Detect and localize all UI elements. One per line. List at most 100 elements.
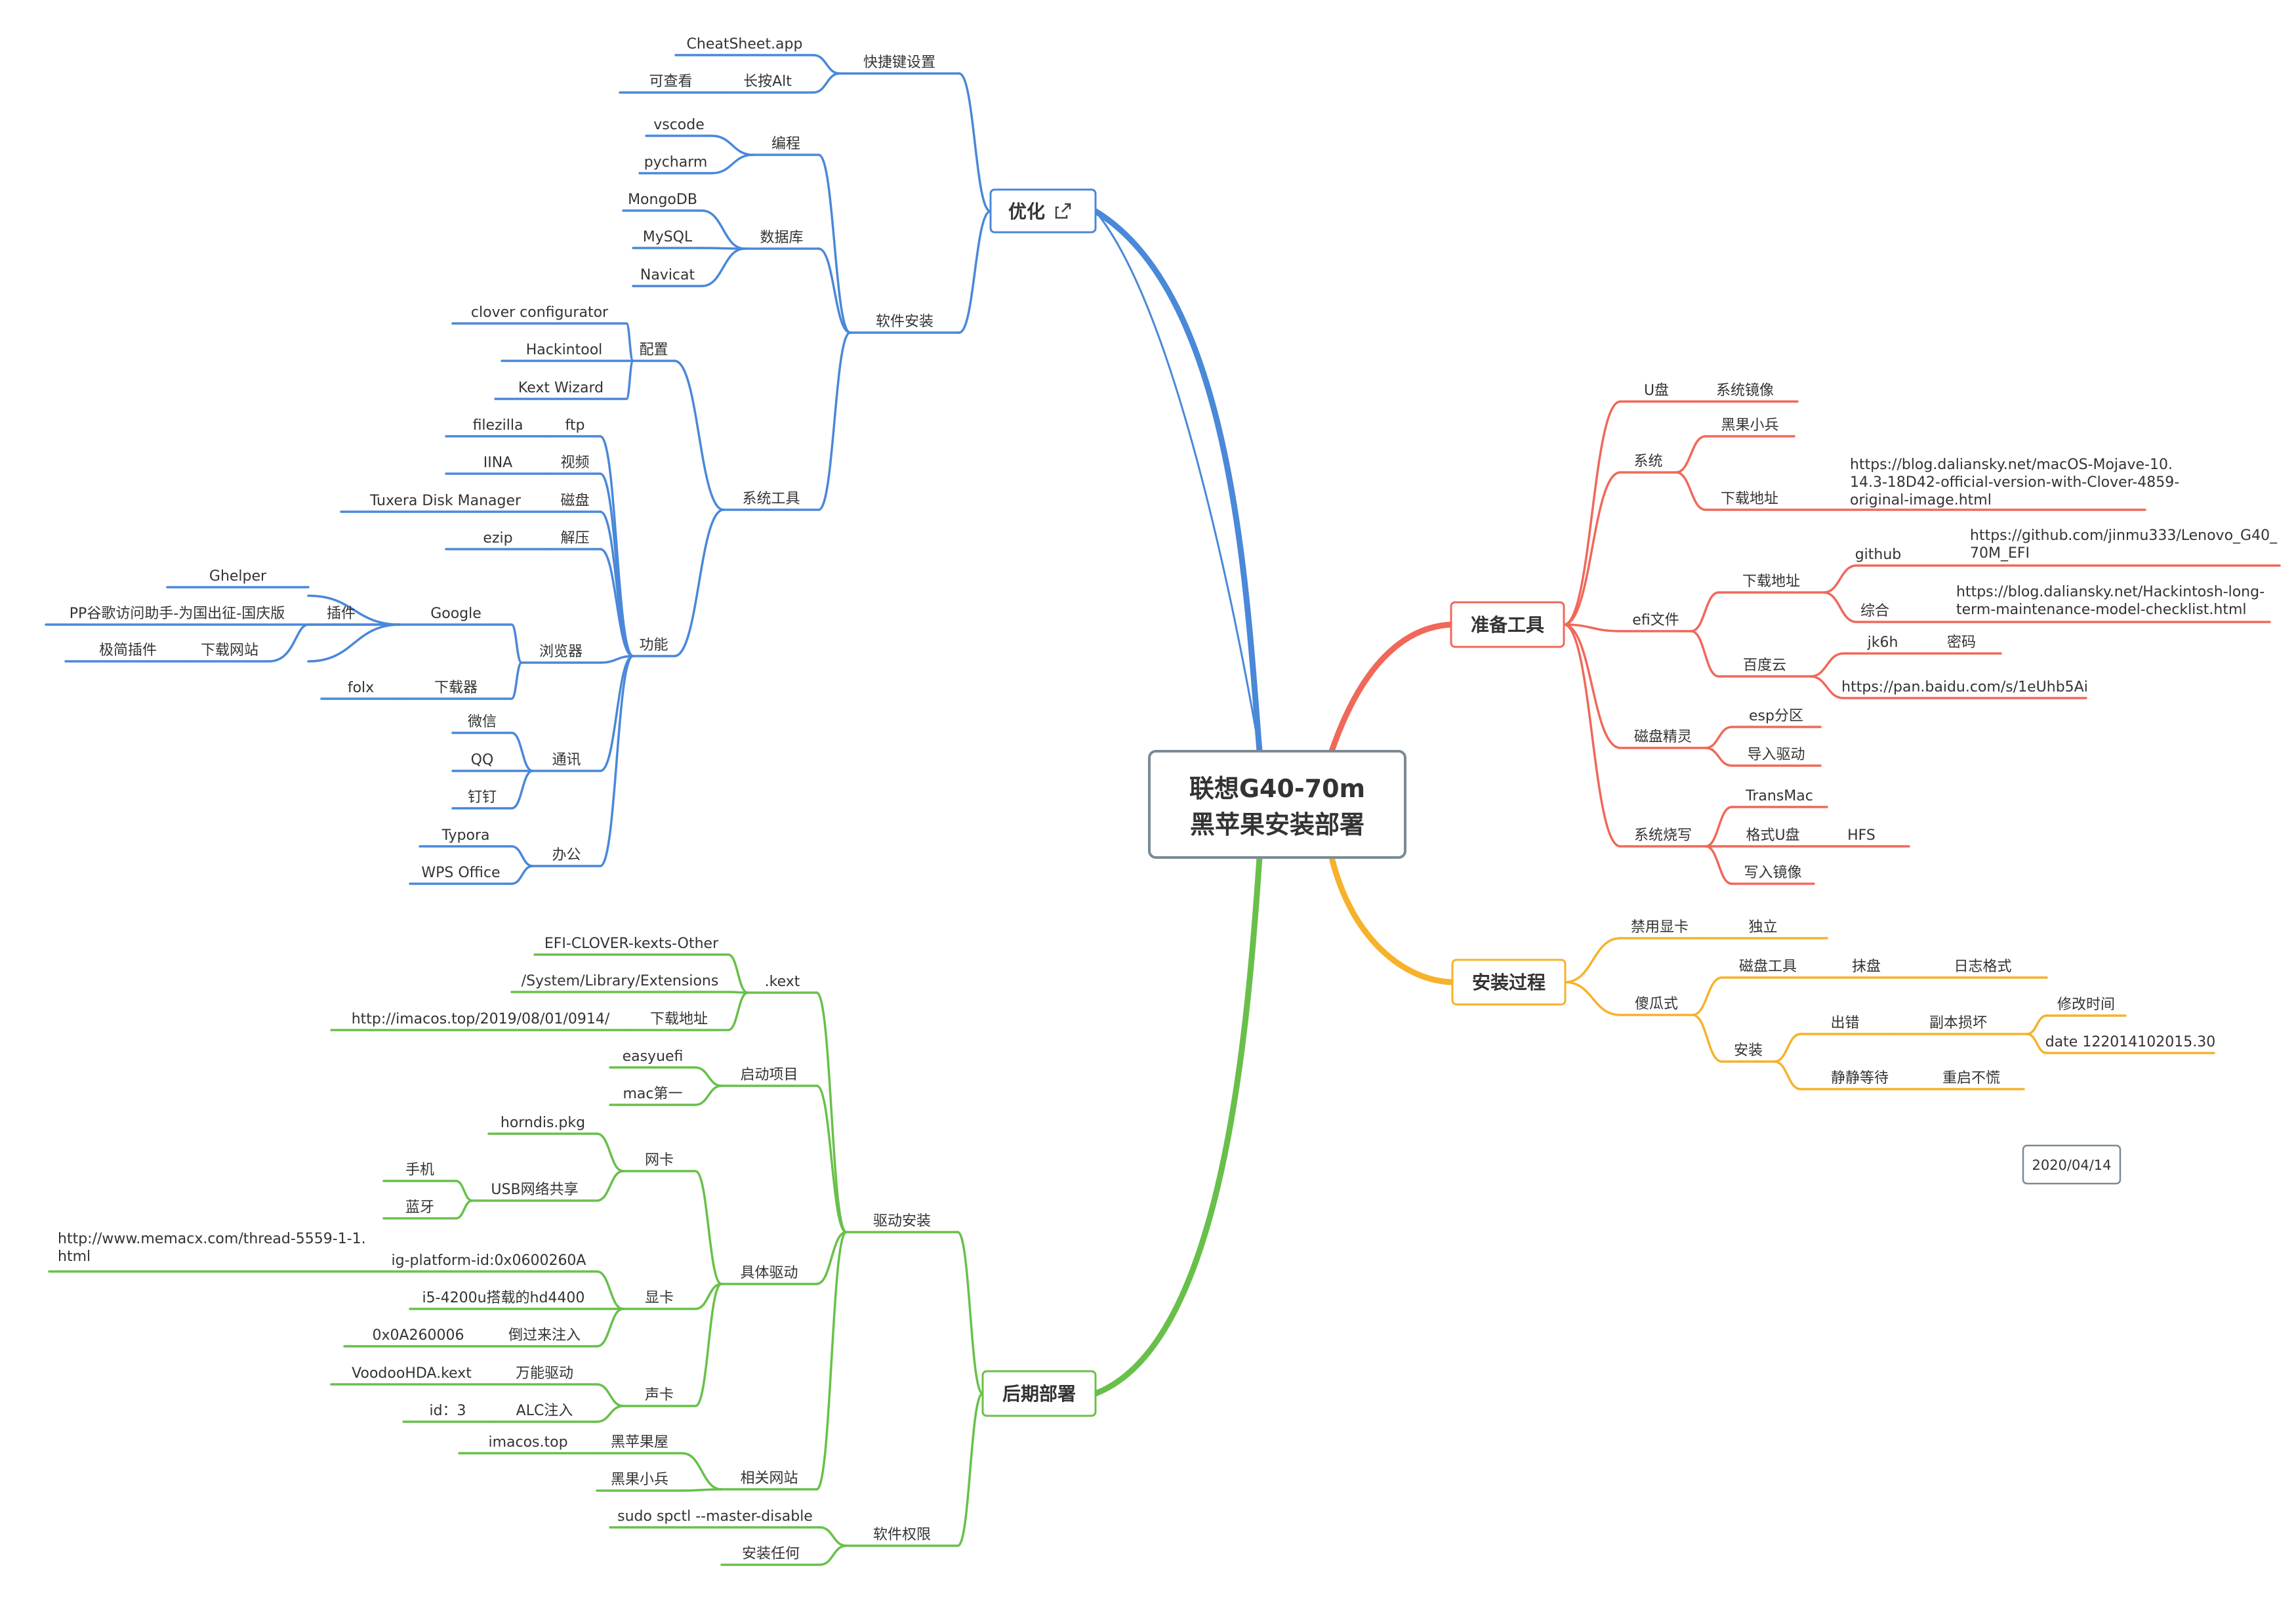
folx[interactable]: folx (348, 680, 374, 696)
config[interactable]: 配置 (639, 342, 668, 358)
cheatsheet[interactable]: CheatSheet.app (687, 36, 803, 52)
discrete-gpu[interactable]: 独立 (1748, 919, 1777, 936)
coding[interactable]: 编程 (771, 136, 800, 152)
heiguo-xiaobing-site[interactable]: 黑果小兵 (611, 1472, 668, 1488)
boot-items[interactable]: 启动项目 (740, 1067, 798, 1083)
system[interactable]: 系统 (1633, 453, 1662, 470)
allow-anywhere[interactable]: 安装任何 (742, 1546, 800, 1562)
plugin[interactable]: 插件 (327, 606, 356, 622)
navicat[interactable]: Navicat (640, 267, 695, 283)
bluetooth[interactable]: 蓝牙 (405, 1199, 434, 1216)
system-url-line[interactable]: 14.3-18D42-official-version-with-Clover-… (1850, 474, 2179, 491)
baidu-url[interactable]: https://pan.baidu.com/s/1eUhb5Ai (1841, 679, 2088, 695)
imacos-top[interactable]: imacos.top (488, 1434, 567, 1451)
graphics-card[interactable]: 显卡 (645, 1290, 674, 1306)
system-burn[interactable]: 系统烧写 (1634, 827, 1692, 844)
viewable[interactable]: 可查看 (649, 73, 692, 90)
database[interactable]: 数据库 (760, 230, 803, 246)
topic-prepare[interactable]: 准备工具 (1450, 601, 1565, 648)
copy-damaged[interactable]: 副本损坏 (1929, 1015, 1987, 1031)
system-library-extensions[interactable]: /System/Library/Extensions (522, 973, 719, 989)
topic-install[interactable]: 安装过程 (1451, 959, 1567, 1006)
spctl-command[interactable]: sudo spctl --master-disable (617, 1508, 813, 1525)
filezilla[interactable]: filezilla (473, 417, 523, 434)
typora[interactable]: Typora (441, 827, 490, 844)
mongodb[interactable]: MongoDB (628, 192, 697, 208)
office[interactable]: 办公 (552, 847, 581, 863)
universal-driver[interactable]: 万能驱动 (516, 1365, 573, 1382)
wait-quietly[interactable]: 静静等待 (1831, 1070, 1889, 1086)
hackintool[interactable]: Hackintool (526, 342, 603, 358)
id-value[interactable]: id：3 (429, 1403, 466, 1419)
date-command[interactable]: date 122014102015.30 (2045, 1034, 2216, 1050)
format-udisk[interactable]: 格式U盘 (1746, 827, 1799, 844)
wps-office[interactable]: WPS Office (421, 865, 500, 881)
log-format[interactable]: 日志格式 (1954, 959, 2011, 975)
external-link-icon[interactable] (1055, 203, 1071, 219)
hd4400[interactable]: i5-4200u搭载的hd4400 (422, 1290, 585, 1306)
import-driver[interactable]: 导入驱动 (1747, 747, 1805, 763)
modify-time[interactable]: 修改时间 (2057, 997, 2115, 1013)
efi-clover-kexts[interactable]: EFI-CLOVER-kexts-Other (544, 936, 719, 952)
disk-tool[interactable]: 磁盘工具 (1739, 959, 1797, 975)
unzip[interactable]: 解压 (560, 530, 589, 547)
system-image[interactable]: 系统镜像 (1716, 382, 1774, 399)
heiguo-xiaobing[interactable]: 黑果小兵 (1721, 417, 1778, 434)
voodoohda[interactable]: VoodooHDA.kext (352, 1365, 472, 1382)
system-tools[interactable]: 系统工具 (742, 491, 800, 507)
disable-gpu[interactable]: 禁用显卡 (1631, 919, 1689, 936)
memacx-url-line[interactable]: http://www.memacx.com/thread-5559-1-1. (58, 1231, 366, 1247)
wipe-disk[interactable]: 抹盘 (1852, 959, 1881, 975)
topic-post[interactable]: 后期部署 (981, 1370, 1097, 1417)
github-url-line[interactable]: https://github.com/jinmu333/Lenovo_G40_ (1970, 527, 2278, 544)
disk[interactable]: 磁盘 (560, 493, 589, 509)
jijian-plugin[interactable]: 极简插件 (99, 642, 157, 659)
heipingguo-wu[interactable]: 黑苹果屋 (611, 1434, 668, 1451)
foolproof[interactable]: 傻瓜式 (1635, 996, 1678, 1012)
tuxera[interactable]: Tuxera Disk Manager (369, 493, 522, 509)
kext-wizard[interactable]: Kext Wizard (518, 380, 604, 396)
clover-configurator[interactable]: clover configurator (471, 304, 609, 321)
pycharm[interactable]: pycharm (644, 154, 708, 171)
pp-helper[interactable]: PP谷歌访问助手-为国出征-国庆版 (70, 606, 285, 622)
related-sites[interactable]: 相关网站 (740, 1470, 798, 1487)
qq[interactable]: QQ (471, 752, 494, 768)
iina[interactable]: IINA (483, 455, 512, 471)
error[interactable]: 出错 (1830, 1015, 1859, 1031)
functions[interactable]: 功能 (639, 637, 668, 653)
imacos-url[interactable]: http://imacos.top/2019/08/01/0914/ (352, 1011, 610, 1027)
efi-files[interactable]: efi文件 (1632, 612, 1679, 629)
write-image[interactable]: 写入镜像 (1744, 865, 1801, 881)
system-url-line[interactable]: https://blog.daliansky.net/macOS-Mojave-… (1850, 457, 2173, 473)
sound-card[interactable]: 声卡 (645, 1387, 674, 1403)
hfs[interactable]: HFS (1847, 827, 1876, 844)
efi-download[interactable]: 下载地址 (1742, 573, 1800, 590)
vscode[interactable]: vscode (653, 117, 705, 133)
easyuefi[interactable]: easyuefi (623, 1048, 684, 1065)
diskgenius[interactable]: 磁盘精灵 (1634, 729, 1692, 745)
password[interactable]: 密码 (1947, 634, 1976, 651)
install-step[interactable]: 安装 (1734, 1043, 1763, 1059)
github[interactable]: github (1855, 547, 1902, 563)
general[interactable]: 综合 (1860, 603, 1889, 619)
mysql[interactable]: MySQL (643, 229, 693, 245)
ezip[interactable]: ezip (483, 530, 512, 547)
transmac[interactable]: TransMac (1745, 788, 1813, 804)
jk6h[interactable]: jk6h (1867, 634, 1898, 651)
downloader[interactable]: 下载器 (434, 680, 478, 696)
comm[interactable]: 通讯 (552, 752, 581, 768)
restart-calm[interactable]: 重启不慌 (1942, 1070, 2000, 1086)
software-install[interactable]: 软件安装 (876, 314, 933, 330)
baidu-cloud[interactable]: 百度云 (1743, 657, 1786, 674)
alc-inject[interactable]: ALC注入 (516, 1403, 573, 1419)
esp-partition[interactable]: esp分区 (1749, 708, 1803, 724)
root-node[interactable]: 联想G40-70m 黑苹果安装部署 (1148, 750, 1406, 859)
network-card[interactable]: 网卡 (645, 1152, 674, 1168)
topic-optimize[interactable]: 优化 (989, 188, 1097, 234)
download-site[interactable]: 下载网站 (201, 642, 258, 659)
udisk[interactable]: U盘 (1644, 382, 1669, 399)
ghelper[interactable]: Ghelper (209, 568, 267, 585)
long-alt[interactable]: 长按Alt (743, 73, 792, 90)
ig-platform-id[interactable]: ig-platform-id:0x0600260A (392, 1252, 586, 1269)
general-url-line[interactable]: term-maintenance-model-checklist.html (1956, 602, 2247, 618)
